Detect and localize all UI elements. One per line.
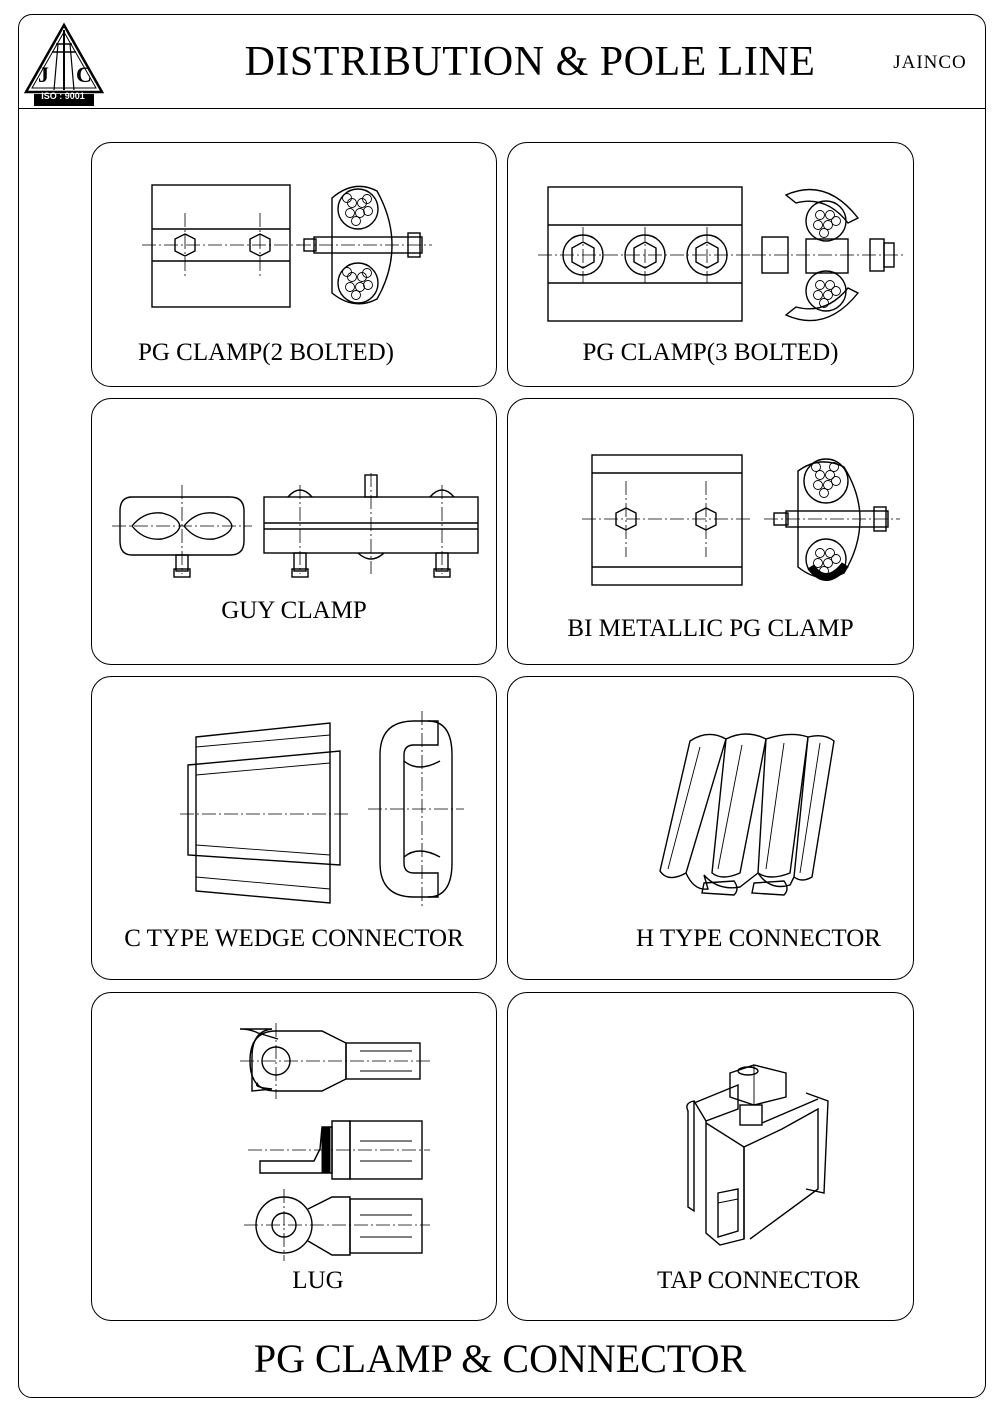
svg-text:C: C	[76, 62, 92, 87]
c-type-wedge-connector-drawing	[180, 711, 464, 907]
panel-pg-clamp-3-bolted: PG CLAMP(3 BOLTED)	[507, 142, 914, 387]
panel-bi-metallic-pg-clamp: BI METALLIC PG CLAMP	[507, 398, 914, 665]
panel-label: GUY CLAMP	[221, 597, 367, 624]
panel-tap-connector: TAP CONNECTOR	[507, 992, 914, 1321]
h-type-connector-drawing	[659, 733, 835, 896]
header-divider	[18, 108, 986, 109]
brand-name: JAINCO	[893, 52, 967, 73]
panel-h-type-connector: H TYPE CONNECTOR	[507, 676, 914, 980]
jtc-tower-logo-icon: J C	[24, 22, 104, 106]
panel-lug: LUG	[91, 992, 497, 1321]
iso-label: ISO : 9001	[41, 91, 85, 101]
page-title: DISTRIBUTION & POLE LINE	[244, 39, 816, 85]
pg-clamp-2-bolted-drawing	[142, 184, 432, 308]
panel-label: BI METALLIC PG CLAMP	[567, 615, 854, 642]
panel-c-type-wedge-connector: C TYPE WEDGE CONNECTOR	[91, 676, 497, 980]
panel-label: TAP CONNECTOR	[657, 1267, 860, 1294]
panel-label: PG CLAMP(3 BOLTED)	[582, 339, 839, 366]
panel-label: PG CLAMP(2 BOLTED)	[137, 339, 395, 366]
panel-guy-clamp: GUY CLAMP	[91, 398, 497, 665]
footer-title: PG CLAMP & CONNECTOR	[253, 1336, 747, 1381]
panel-pg-clamp-2-bolted: PG CLAMP(2 BOLTED)	[91, 142, 497, 387]
page-frame	[18, 14, 986, 1398]
panel-label: LUG	[292, 1267, 344, 1294]
svg-text:J: J	[38, 62, 49, 87]
guy-clamp-drawing	[112, 473, 479, 578]
panel-label: C TYPE WEDGE CONNECTOR	[124, 925, 464, 952]
panel-label: H TYPE CONNECTOR	[636, 925, 881, 952]
pg-clamp-3-bolted-drawing	[538, 186, 904, 322]
tap-connector-drawing	[686, 1064, 829, 1246]
lug-drawing	[239, 1023, 430, 1261]
bi-metallic-pg-clamp-drawing	[582, 454, 900, 586]
